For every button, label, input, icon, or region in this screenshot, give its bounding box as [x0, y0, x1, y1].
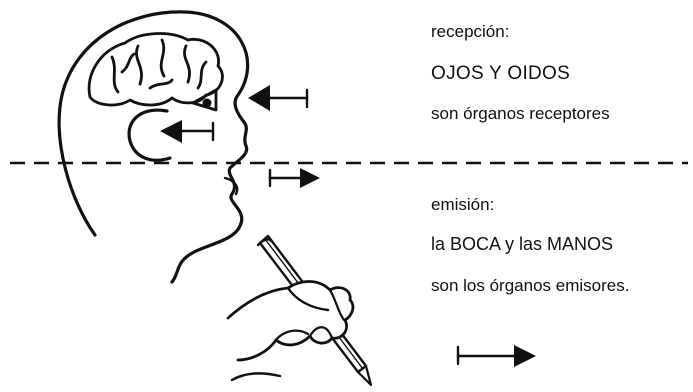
reception-title: recepción:	[431, 22, 510, 41]
emitter-organs-label: la BOCA y las MANOS	[431, 234, 614, 254]
emission-title: emisión:	[431, 195, 495, 214]
eye-arrow-icon	[248, 85, 309, 111]
hand-with-pencil-icon	[226, 234, 373, 387]
receptor-description: son órganos receptores	[431, 104, 610, 123]
mouth-arrow-icon	[268, 168, 320, 188]
receptor-organs-label: OJOS Y OIDOS	[431, 63, 571, 84]
eye-icon	[191, 88, 218, 112]
emission-arrow-icon	[456, 345, 536, 367]
ear-icon	[127, 108, 172, 162]
head-profile-icon	[57, 10, 250, 284]
emitter-description: son los órganos emisores.	[431, 276, 630, 295]
brain-icon	[87, 32, 224, 107]
ear-arrow-icon	[160, 120, 215, 143]
